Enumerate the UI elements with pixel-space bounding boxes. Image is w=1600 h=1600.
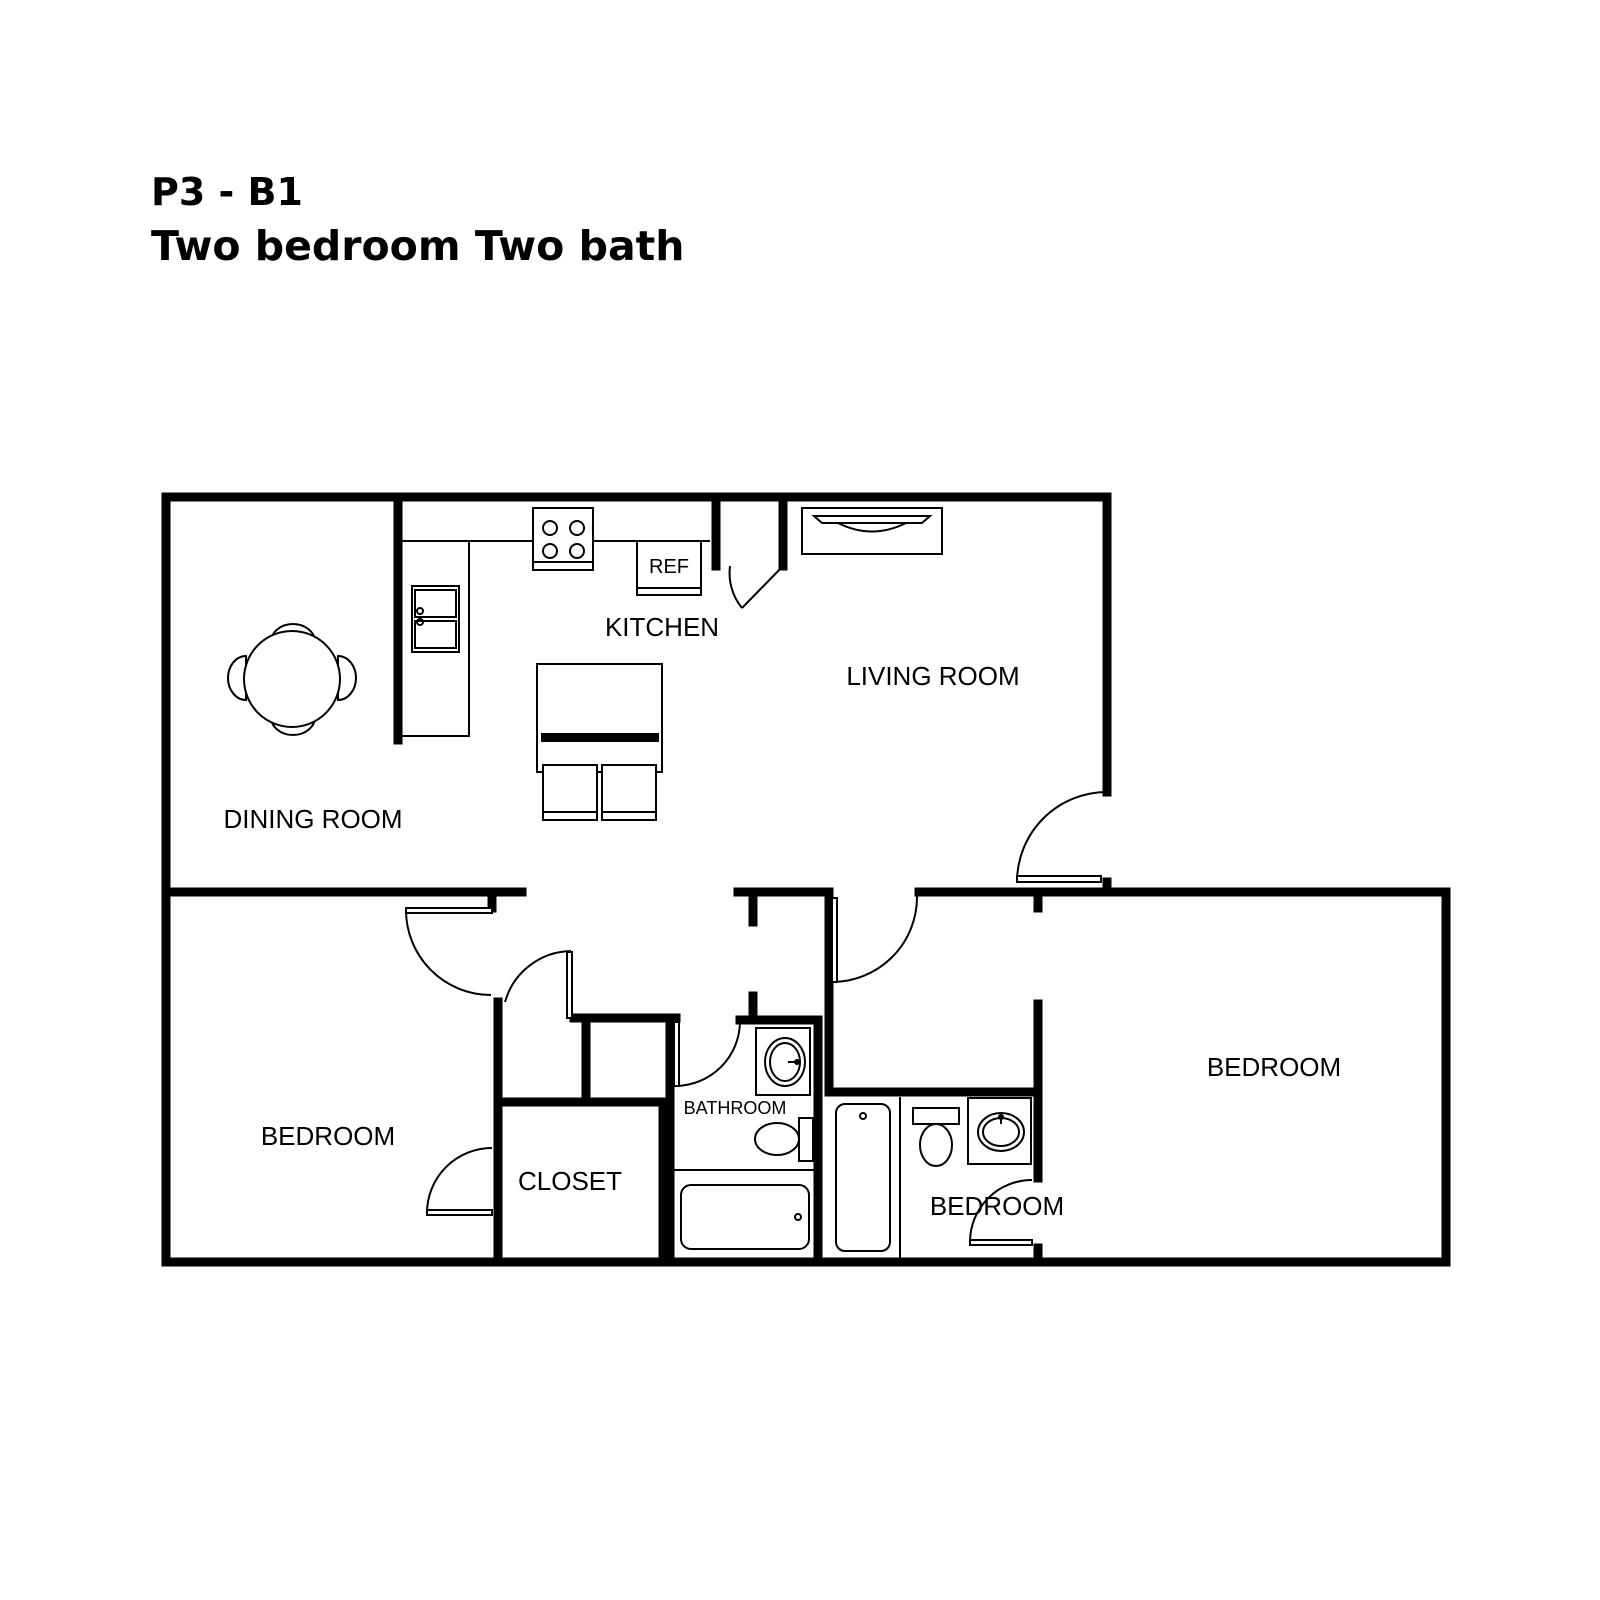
closet-door: [426, 1209, 493, 1216]
closet-door-swing: [426, 1147, 493, 1214]
plan-description: Two bedroom Two bath: [151, 222, 685, 270]
bar-stool: [601, 764, 657, 821]
bath2-door: [969, 1239, 1033, 1246]
bar-stool: [542, 764, 598, 821]
dining-fixtures: [227, 623, 357, 736]
room-label-bedroom-right: BEDROOM: [1207, 1052, 1341, 1082]
stove-burner: [569, 543, 585, 559]
bathroom-vanity: [755, 1027, 811, 1096]
exterior-wall-step: [1085, 877, 1112, 897]
refrigerator: [636, 540, 702, 596]
room-labels: KITCHEN LIVING ROOM DINING ROOM BEDROOM …: [223, 612, 1341, 1221]
stove-burner: [569, 520, 585, 536]
bath2-sink: [977, 1112, 1025, 1152]
kitchen-sink-basin-1: [414, 589, 457, 618]
entry-door: [1016, 875, 1102, 883]
stove-burner: [542, 543, 558, 559]
bathroom-bathtub: [680, 1184, 810, 1250]
entry-door-swing: [1016, 791, 1108, 883]
room-label-bedroom-middle: BEDROOM: [930, 1191, 1064, 1221]
bathroom-door: [673, 1021, 680, 1087]
pantry-door: [741, 565, 784, 609]
room-label-dining-room: DINING ROOM: [223, 804, 402, 834]
bath2-toilet-tank: [912, 1107, 960, 1125]
stove: [532, 507, 594, 571]
left-bedroom-door: [405, 907, 493, 914]
hall-bedroom-door: [831, 897, 838, 983]
exterior-wall-bottom: [161, 887, 1451, 1267]
dining-table: [243, 630, 341, 728]
room-label-closet: CLOSET: [518, 1166, 622, 1196]
room-label-living-room: LIVING ROOM: [846, 661, 1019, 691]
room-label-bedroom-left: BEDROOM: [261, 1121, 395, 1151]
room-label-kitchen: KITCHEN: [605, 612, 719, 642]
stove-burner: [542, 520, 558, 536]
kitchen-island: [536, 663, 663, 773]
kitchen-sink-basin-2: [414, 620, 457, 649]
hall-bedroom-door-swing: [831, 895, 919, 983]
linen-closet-door-swing: [504, 950, 572, 1003]
room-label-bathroom: BATHROOM: [684, 1098, 787, 1118]
linen-closet-door: [566, 951, 573, 1019]
bath2-door-swing: [969, 1179, 1033, 1243]
kitchen-fixtures: REF: [402, 507, 710, 821]
left-bedroom-door-swing: [405, 909, 492, 996]
plan-code: P3 - B1: [151, 170, 303, 214]
bathroom-toilet: [754, 1122, 800, 1156]
exterior-wall-top: [161, 492, 1112, 797]
bathroom-fixtures: [674, 1027, 816, 1250]
dining-chair: [337, 654, 357, 702]
refrigerator-label: REF: [649, 556, 689, 578]
living-room-fixtures: [801, 507, 943, 555]
bath2-toilet: [919, 1123, 953, 1167]
walls: [161, 492, 1451, 1267]
bath2-fixtures: [835, 1097, 1032, 1258]
doors: [405, 565, 1108, 1246]
linen-closet-wall: [493, 1097, 668, 1267]
bathroom-sink: [764, 1037, 806, 1087]
island-counter-edge: [541, 733, 659, 742]
kitchen-sink: [411, 585, 460, 653]
bathroom-door-swing: [675, 1021, 741, 1087]
bath2-bathtub: [835, 1103, 891, 1252]
bath2-vanity: [967, 1097, 1032, 1165]
pantry-door-swing: [728, 565, 743, 609]
dining-chair: [227, 654, 247, 702]
toilet-tank: [798, 1117, 814, 1162]
